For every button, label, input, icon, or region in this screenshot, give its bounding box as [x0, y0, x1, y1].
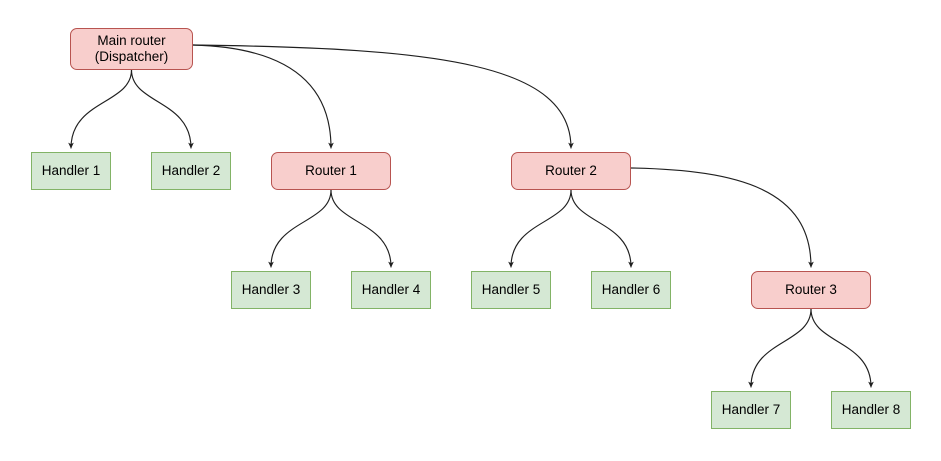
edge-r2-h6: [570, 189, 634, 268]
node-handler-2[interactable]: Handler 2: [151, 152, 231, 190]
node-main-router[interactable]: Main router (Dispatcher): [70, 28, 193, 70]
node-label-handler-4: Handler 4: [361, 281, 421, 297]
edge-main-r1: [192, 44, 334, 149]
node-handler-5[interactable]: Handler 5: [471, 271, 551, 309]
edge-r2-h5: [508, 189, 572, 268]
node-label-handler-8: Handler 8: [841, 401, 901, 417]
node-router-3[interactable]: Router 3: [751, 271, 871, 309]
node-handler-4[interactable]: Handler 4: [351, 271, 431, 309]
edge-main-h1: [68, 69, 133, 149]
node-handler-7[interactable]: Handler 7: [711, 391, 791, 429]
edge-main-r2: [192, 44, 574, 149]
edge-r1-h3: [268, 189, 332, 268]
node-handler-1[interactable]: Handler 1: [31, 152, 111, 190]
node-label-handler-2: Handler 2: [161, 162, 221, 178]
edge-r2-r3: [630, 167, 814, 268]
node-handler-3[interactable]: Handler 3: [231, 271, 311, 309]
node-label-handler-7: Handler 7: [721, 401, 781, 417]
node-handler-8[interactable]: Handler 8: [831, 391, 911, 429]
edge-r3-h7: [748, 308, 812, 388]
edge-main-h2: [130, 69, 194, 149]
node-label-handler-3: Handler 3: [241, 281, 301, 297]
node-label-router-1: Router 1: [305, 162, 357, 178]
node-router-1[interactable]: Router 1: [271, 152, 391, 190]
node-label-handler-1: Handler 1: [41, 162, 101, 178]
edge-r1-h4: [330, 189, 394, 268]
node-label-handler-5: Handler 5: [481, 281, 541, 297]
node-handler-6[interactable]: Handler 6: [591, 271, 671, 309]
node-router-2[interactable]: Router 2: [511, 152, 631, 190]
edge-r3-h8: [810, 308, 874, 388]
node-label-main-router: Main router (Dispatcher): [94, 32, 169, 64]
node-label-router-3: Router 3: [785, 281, 837, 297]
node-label-handler-6: Handler 6: [601, 281, 661, 297]
node-label-router-2: Router 2: [545, 162, 597, 178]
